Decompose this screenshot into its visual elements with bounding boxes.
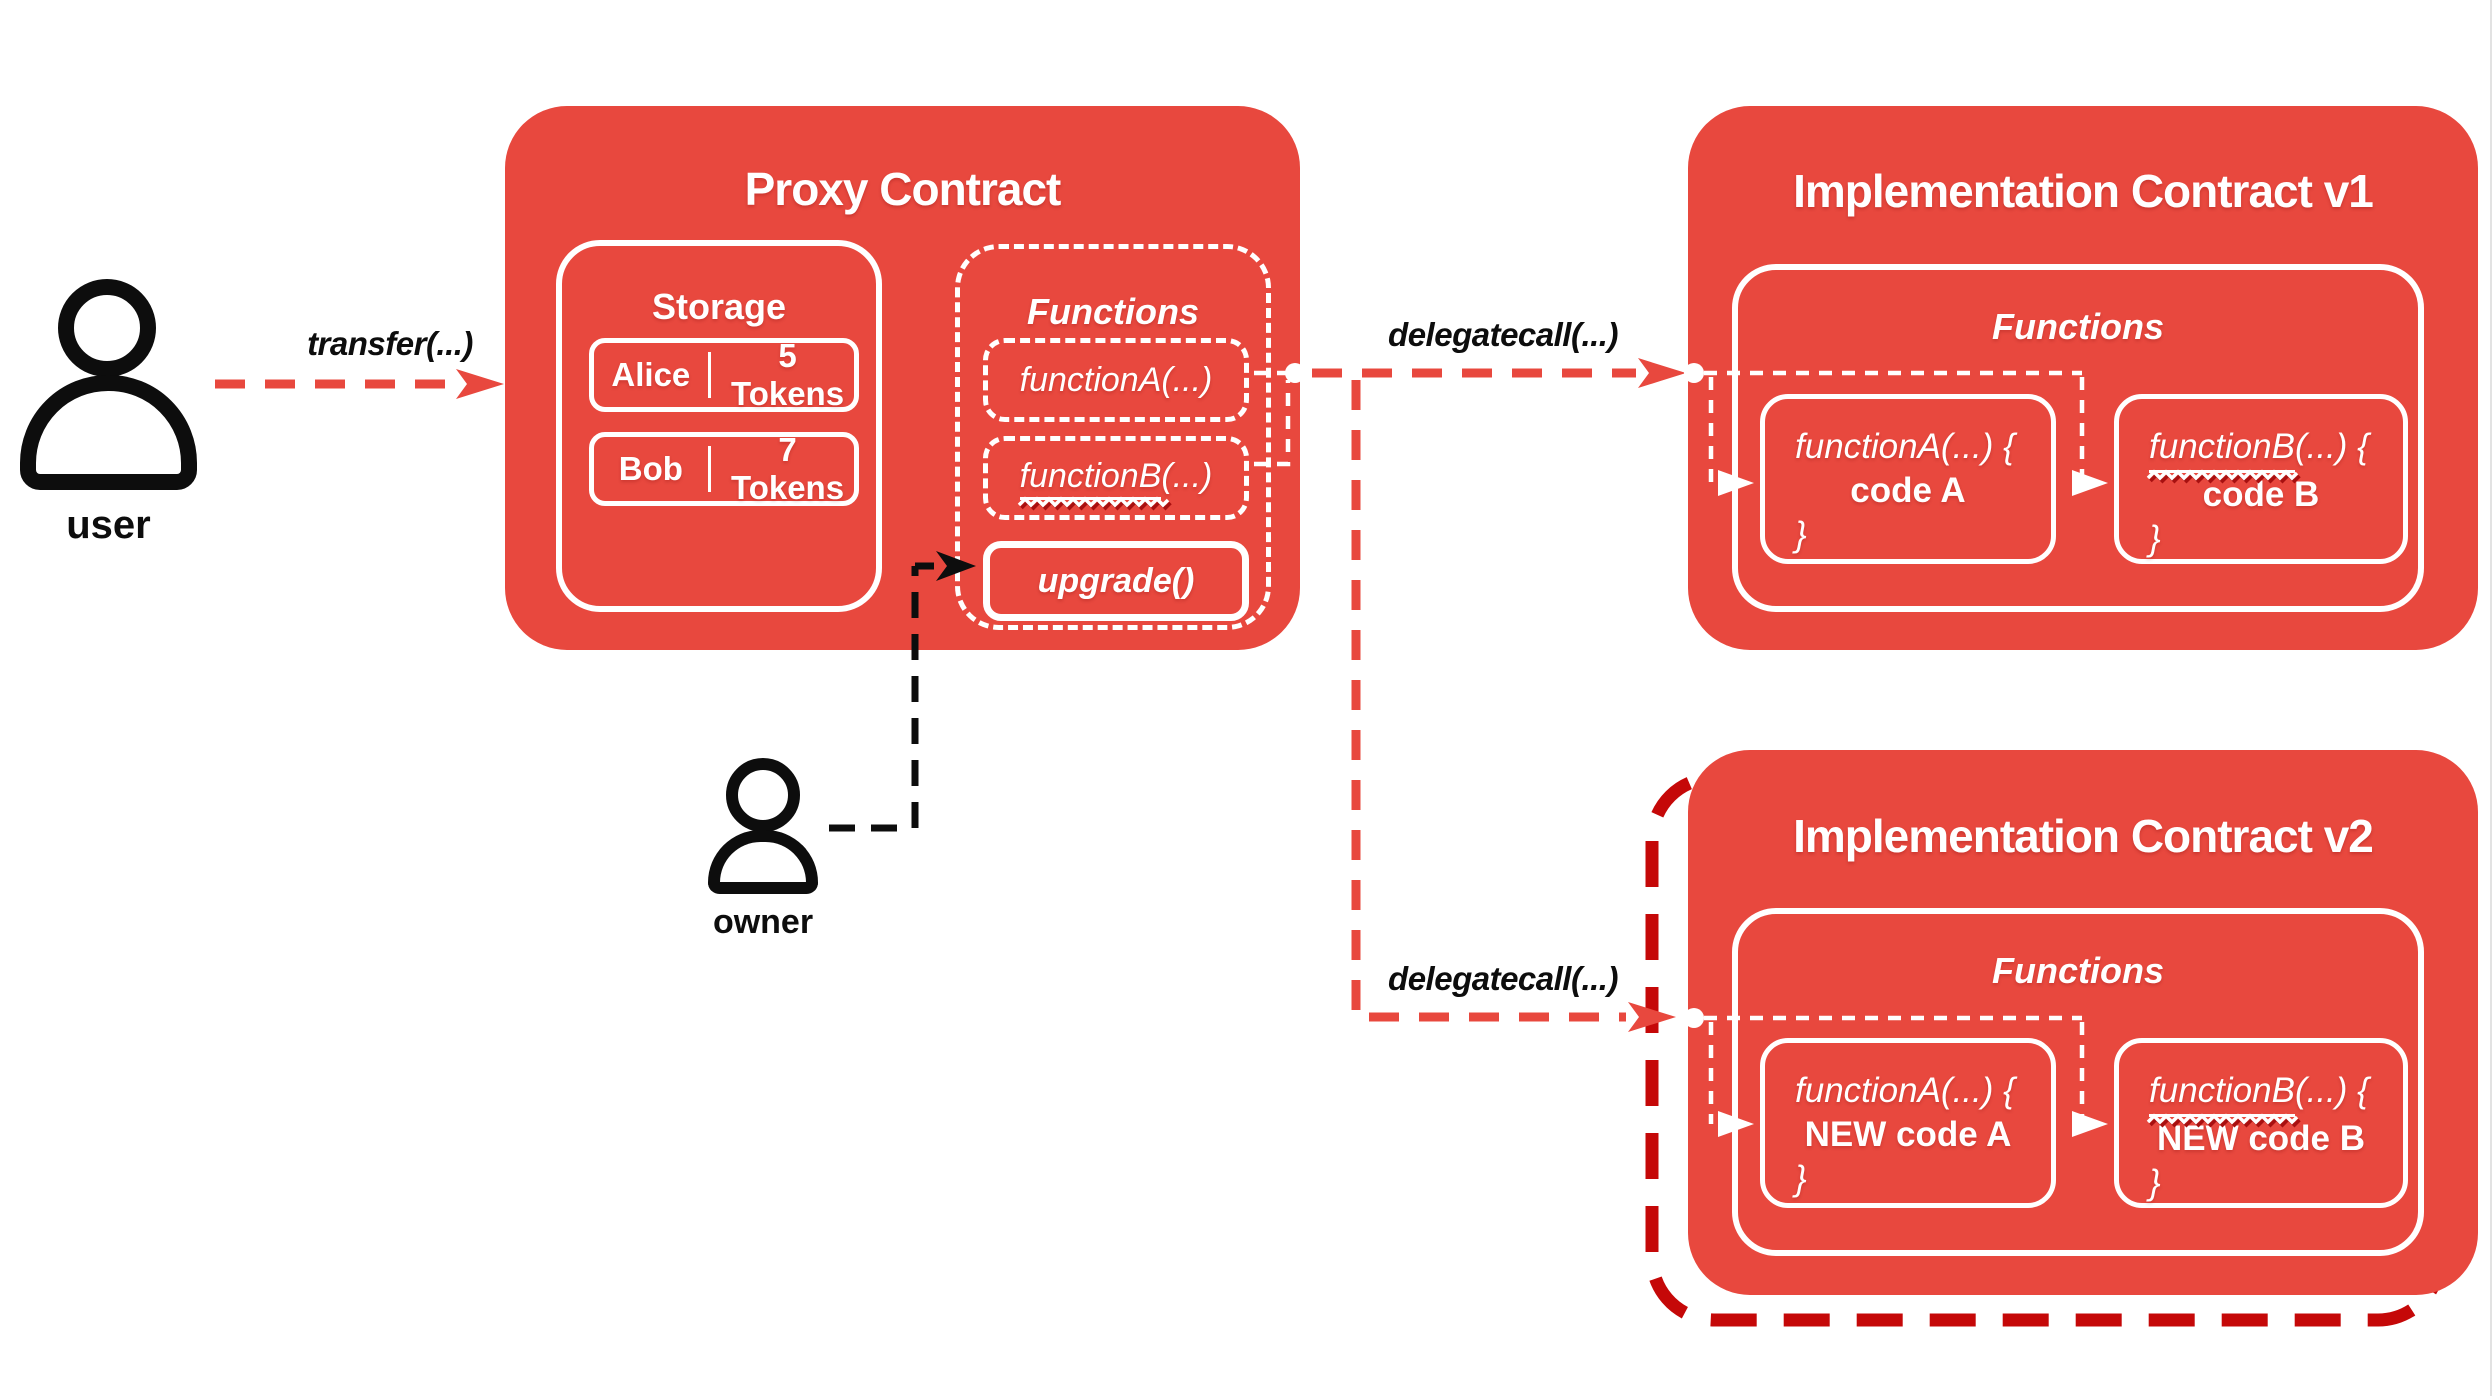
delegatecall-v1-label: delegatecall(...) xyxy=(1388,316,1618,353)
storage-title: Storage xyxy=(651,286,787,327)
v1-functionA-box: functionA(...) { code A } xyxy=(1760,394,2056,564)
implementation-v2-title: Implementation Contract v2 xyxy=(1793,810,2374,862)
v2-functions-box: Functions functionA(...) { NEW code A } … xyxy=(1732,908,2424,1256)
v1-functionA-body: code A xyxy=(1850,471,1966,510)
proxy-contract-box: Proxy Contract Storage Alice 5 Tokens Bo… xyxy=(505,106,1300,650)
storage-row-value: 7 Tokens xyxy=(730,431,845,506)
user-label: user xyxy=(66,503,151,547)
user-icon xyxy=(58,279,156,377)
storage-row-divider xyxy=(707,352,712,398)
proxy-functionA-label: functionA(...) xyxy=(1019,360,1213,399)
proxy-contract-title: Proxy Contract xyxy=(744,163,1062,215)
proxy-functionB-box: functionB (...) xyxy=(983,436,1249,520)
storage-row-bob: Bob 7 Tokens xyxy=(589,431,859,506)
proxy-functions-title: Functions xyxy=(1027,291,1199,332)
owner-icon xyxy=(726,758,800,832)
v2-functionB-close: } xyxy=(2149,1163,2161,1202)
proxy-functions-group: Functions functionA(...) functionB (...)… xyxy=(955,244,1271,630)
v1-functionB-close: } xyxy=(2149,519,2161,558)
delegatecall-v2-label: delegatecall(...) xyxy=(1388,960,1618,997)
storage-row-alice: Alice 5 Tokens xyxy=(589,337,859,412)
v1-functionA-signature: functionA(...) { xyxy=(1795,427,2015,466)
proxy-upgrade-label: upgrade() xyxy=(1037,561,1195,600)
v1-functionB-box: functionB (...) { code B } xyxy=(2114,394,2408,564)
delegatecall-v1-arrowhead-icon xyxy=(1638,358,1686,388)
v1-functions-box: Functions functionA(...) { code A } func… xyxy=(1732,264,2424,612)
implementation-v2-box: Implementation Contract v2 Functions fun… xyxy=(1688,750,2478,1295)
proxy-upgrade-box: upgrade() xyxy=(983,541,1249,621)
v1-functionB-signature: functionB (...) { xyxy=(2146,425,2403,484)
proxy-functionB-label: functionB (...) xyxy=(1017,457,1212,510)
functionB-underlined: functionB xyxy=(1017,457,1172,510)
spellcheck-squiggle-icon xyxy=(1017,496,1172,510)
spellcheck-squiggle-icon xyxy=(2146,469,2301,484)
spellcheck-squiggle-icon xyxy=(2146,1113,2301,1128)
functionB-underlined: functionB xyxy=(2146,1069,2301,1128)
storage-row-name: Alice xyxy=(611,356,691,393)
transfer-arrowhead-icon xyxy=(456,369,504,399)
storage-row-value: 5 Tokens xyxy=(730,337,845,412)
transfer-call-label: transfer(...) xyxy=(307,325,473,362)
proxy-storage-box: Storage Alice 5 Tokens Bob 7 Tokens xyxy=(556,240,882,612)
v2-functionA-box: functionA(...) { NEW code A } xyxy=(1760,1038,2056,1208)
v1-functions-title: Functions xyxy=(1992,306,2164,347)
v2-functionA-signature: functionA(...) { xyxy=(1795,1071,2015,1110)
proxy-functionA-box: functionA(...) xyxy=(983,338,1249,422)
v1-functionA-close: } xyxy=(1795,515,1807,554)
storage-row-name: Bob xyxy=(618,450,683,487)
functionB-underlined: functionB xyxy=(2146,425,2301,484)
v2-functionB-signature: functionB (...) { xyxy=(2146,1069,2403,1128)
delegatecall-v2-arrowhead-icon xyxy=(1628,1002,1676,1032)
v2-functionA-close: } xyxy=(1795,1159,1807,1198)
implementation-v1-box: Implementation Contract v1 Functions fun… xyxy=(1688,106,2478,650)
delegatecall-v2-line xyxy=(1351,380,1626,1022)
owner-label: owner xyxy=(712,903,814,941)
user-icon-body xyxy=(20,375,197,490)
owner-icon-body xyxy=(708,830,818,894)
v2-functions-title: Functions xyxy=(1992,950,2164,991)
storage-row-divider xyxy=(707,446,712,492)
v2-functionB-box: functionB (...) { NEW code B } xyxy=(2114,1038,2408,1208)
v2-functionA-body: NEW code A xyxy=(1804,1115,2012,1154)
implementation-v1-title: Implementation Contract v1 xyxy=(1793,165,2374,217)
